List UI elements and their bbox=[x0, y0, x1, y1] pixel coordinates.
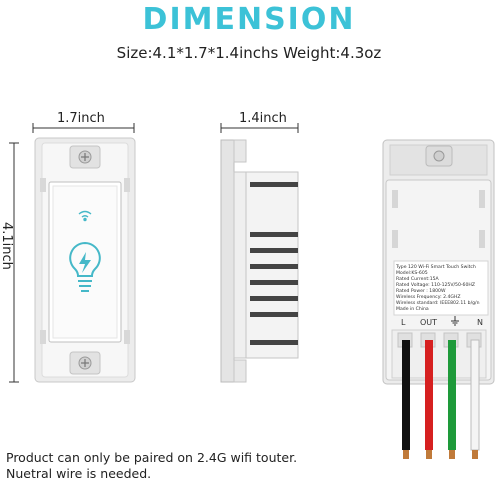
wifi-icon bbox=[78, 210, 92, 222]
label-line-6: Wireless Frequency: 2.4GHZ bbox=[396, 294, 461, 300]
depth-dimension-line bbox=[220, 123, 299, 133]
lightbulb-icon bbox=[69, 241, 101, 292]
ground-icon bbox=[451, 316, 459, 326]
wire-green bbox=[448, 340, 456, 459]
height-dimension-line bbox=[9, 142, 19, 383]
label-line-5: Rated Power : 1800W bbox=[396, 288, 446, 294]
width-label: 1.7inch bbox=[57, 111, 105, 126]
terminal-n-label: N bbox=[477, 318, 483, 327]
label-line-1: Type 120 Wi-Fi Smart Touch Switch bbox=[395, 264, 476, 270]
wire-black bbox=[402, 340, 410, 459]
width-dimension-line bbox=[32, 123, 135, 133]
page-title: DIMENSION bbox=[142, 2, 356, 37]
label-line-3: Rated Current:15A bbox=[396, 276, 440, 282]
rear-view-switch: Type 120 Wi-Fi Smart Touch Switch Model:… bbox=[382, 139, 495, 385]
side-view-switch bbox=[220, 139, 299, 383]
label-line-8: Made in China bbox=[396, 306, 429, 312]
front-view-switch bbox=[34, 137, 136, 383]
wire-red bbox=[425, 340, 433, 459]
depth-label: 1.4inch bbox=[239, 111, 287, 126]
terminal-out-label: OUT bbox=[420, 318, 437, 327]
note-line-2: Nuetral wire is needed. bbox=[6, 466, 152, 481]
note-line-1: Product can only be paired on 2.4G wifi … bbox=[6, 450, 298, 465]
label-line-7: Wireless standard: IEEE802.11 b/g/n bbox=[396, 300, 480, 306]
bolt-icon bbox=[79, 252, 91, 273]
label-line-4: Rated Voltage: 110-125V/50-60HZ bbox=[396, 282, 475, 288]
label-line-2: Model:KS-605 bbox=[396, 270, 428, 276]
spec-line: Size:4.1*1.7*1.4inchs Weight:4.3oz bbox=[116, 44, 382, 62]
terminal-l-label: L bbox=[401, 318, 406, 327]
wire-white bbox=[470, 339, 480, 459]
